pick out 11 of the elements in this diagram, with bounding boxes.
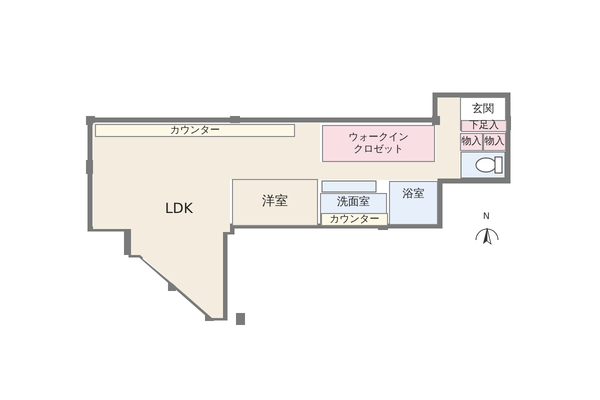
western-style-room: 洋室 (232, 179, 318, 226)
north-label: N (483, 213, 490, 222)
shoe-cabinet: 下足入 (461, 120, 507, 132)
washroom: 洗面室 カウンター (320, 193, 387, 225)
entrance-room: 玄関 下足入 (460, 97, 506, 131)
walk-in-closet-room: ウォークインクロゼット (322, 125, 435, 162)
counter: カウンター (321, 213, 388, 226)
counter: カウンター (95, 124, 295, 137)
bathroom: 浴室 (389, 181, 438, 225)
storage-closet: 物入 (460, 133, 483, 151)
storage-closet: 物入 (483, 133, 506, 151)
